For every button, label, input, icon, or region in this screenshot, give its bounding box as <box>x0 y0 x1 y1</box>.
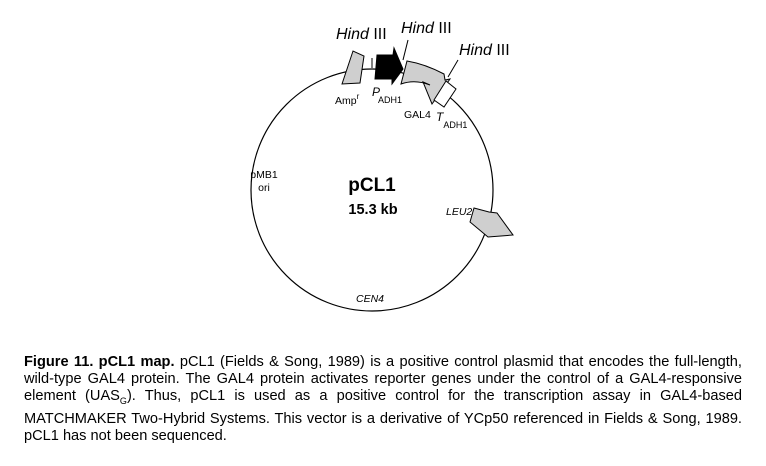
hindiii-label-1: Hind III <box>336 26 387 43</box>
caption-text-2: ). Thus, pCL1 is used as a positive cont… <box>24 388 743 444</box>
plasmid-name: pCL1 <box>348 175 396 196</box>
hindiii-label-2: Hind III <box>401 20 452 37</box>
ori-label-line1: pMB1 <box>250 169 278 181</box>
caption-text-1: pCL1 (Fields & Song, 1989) is a positive… <box>24 354 742 405</box>
figure-caption: Figure 11. pCL1 map. pCL1 (Fields & Song… <box>24 354 742 445</box>
caption-title: Figure 11. pCL1 map. <box>24 354 175 370</box>
plasmid-size: 15.3 kb <box>348 202 397 218</box>
gal4-label: GAL4 <box>404 109 431 121</box>
cen4-label: CEN4 <box>356 293 384 305</box>
hindiii-label-3: Hind III <box>459 42 510 59</box>
caption-subscript: G <box>119 396 127 407</box>
padh1-arrow <box>374 46 404 86</box>
hindiii-tick-2 <box>402 39 409 61</box>
ampr-label: Ampr <box>335 92 360 107</box>
leu2-label: LEU2 <box>446 206 472 218</box>
hindiii-tick-3 <box>447 59 459 78</box>
ori-label-line2: ori <box>258 182 270 194</box>
leu2-arrow <box>469 207 514 238</box>
ampr-arrow <box>341 50 365 85</box>
tadh1-box <box>433 80 457 108</box>
plasmid-backbone <box>250 68 494 312</box>
tadh1-label: TADH1 <box>436 110 467 130</box>
